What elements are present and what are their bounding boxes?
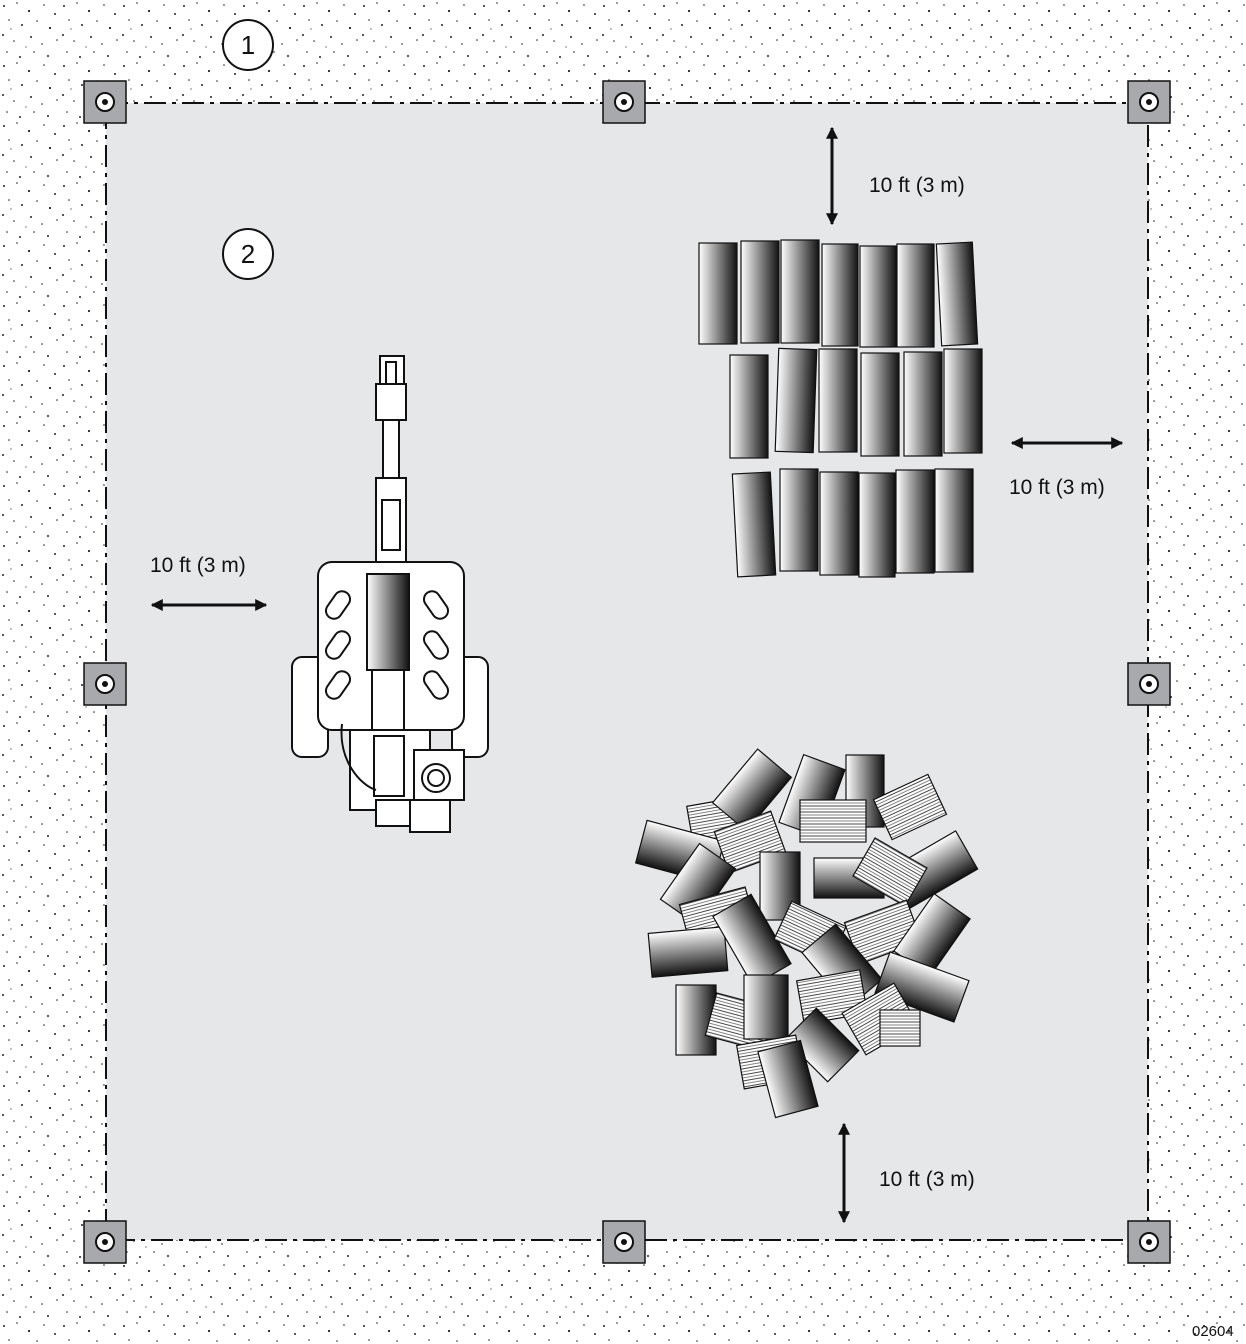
callout-2: 2 (240, 239, 256, 269)
stake-icon (83, 662, 127, 706)
callout-2-circle (222, 228, 274, 280)
stake-icon (602, 1220, 646, 1264)
machine-top-view (291, 355, 489, 833)
boundary-stakes (83, 80, 1171, 1264)
stake-icon (1127, 80, 1171, 124)
clearance-label-right: 10 ft (3 m) (1009, 476, 1105, 499)
clearance-label-top: 10 ft (3 m) (869, 174, 965, 197)
log-pile (634, 748, 979, 1119)
clearance-label-left: 10 ft (3 m) (150, 554, 246, 577)
figure-number: 02604 (1192, 1323, 1234, 1340)
callout-1-circle (222, 19, 274, 71)
stake-icon (602, 80, 646, 124)
stake-icon (1127, 1220, 1171, 1264)
stake-icon (83, 1220, 127, 1264)
clearance-label-bottom: 10 ft (3 m) (879, 1168, 975, 1191)
stake-icon (83, 80, 127, 124)
callout-1: 1 (240, 30, 256, 60)
stacked-logs (698, 239, 983, 578)
stake-icon (1127, 662, 1171, 706)
